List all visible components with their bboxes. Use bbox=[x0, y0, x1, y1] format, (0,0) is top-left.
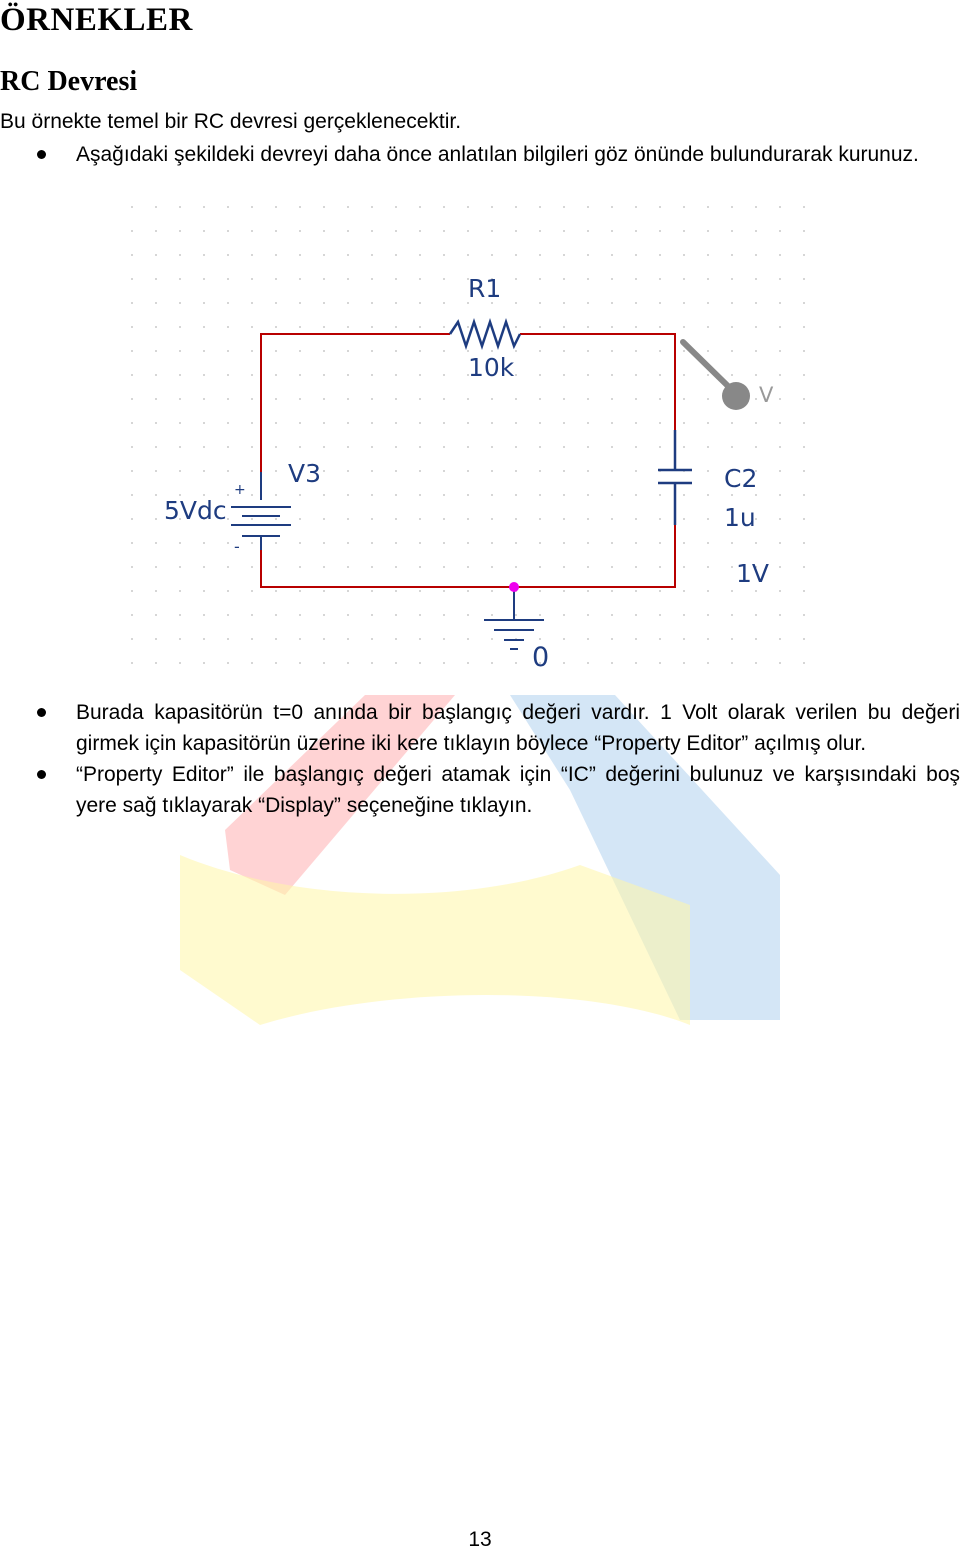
resistor-name-label: R1 bbox=[468, 274, 501, 303]
wire-bottom bbox=[260, 525, 676, 588]
section-title: RC Devresi bbox=[0, 66, 138, 97]
source-plus-label: + bbox=[234, 482, 246, 498]
junction-dot bbox=[509, 582, 519, 592]
bullet-list-top: Aşağıdaki şekildeki devreyi daha önce an… bbox=[0, 139, 960, 170]
wire-left-top bbox=[260, 333, 450, 472]
list-item-text: “Property Editor” ile başlangıç değeri a… bbox=[76, 763, 960, 817]
list-item-text: Aşağıdaki şekildeki devreyi daha önce an… bbox=[76, 143, 919, 166]
resistor-zigzag bbox=[448, 318, 522, 350]
page-heading: ÖRNEKLER bbox=[0, 2, 193, 38]
bullet-icon bbox=[37, 150, 46, 159]
voltage-probe[interactable] bbox=[680, 339, 750, 410]
resistor-r1[interactable] bbox=[448, 318, 522, 350]
bullet-icon bbox=[37, 770, 46, 779]
bullet-list-bottom: Burada kapasitörün t=0 anında bir başlan… bbox=[0, 697, 960, 821]
source-value-label: 5Vdc bbox=[164, 496, 227, 525]
list-item: “Property Editor” ile başlangıç değeri a… bbox=[0, 759, 960, 821]
list-item: Aşağıdaki şekildeki devreyi daha önce an… bbox=[0, 139, 960, 170]
watermark-yellow-shape bbox=[180, 855, 690, 1025]
probe-stem bbox=[680, 339, 735, 393]
source-name-label: V3 bbox=[288, 459, 321, 488]
capacitor-value-label: 1u bbox=[724, 503, 756, 532]
wires bbox=[260, 333, 676, 588]
capacitor-c2[interactable] bbox=[658, 430, 692, 525]
ground-label: 0 bbox=[532, 642, 549, 673]
watermark-logo bbox=[180, 695, 780, 1025]
voltage-source-v3[interactable] bbox=[231, 472, 291, 550]
list-item-text: Burada kapasitörün t=0 anında bir başlan… bbox=[76, 701, 960, 755]
resistor-value-label: 10k bbox=[468, 353, 515, 382]
probe-label: V bbox=[759, 383, 774, 407]
page-number: 13 bbox=[468, 1528, 492, 1551]
intro-text: Bu örnekte temel bir RC devresi gerçekle… bbox=[0, 110, 462, 133]
watermark-blue-shape bbox=[510, 695, 780, 1020]
ground-symbol bbox=[484, 587, 544, 650]
bullet-icon bbox=[37, 708, 46, 717]
initial-condition-label: 1V bbox=[736, 559, 769, 588]
list-item: Burada kapasitörün t=0 anında bir başlan… bbox=[0, 697, 960, 759]
grid-background bbox=[120, 200, 810, 680]
circuit-schematic: R1 10k + - V3 5Vdc C2 1u 1V V 0 bbox=[120, 200, 810, 680]
watermark-red-shape bbox=[225, 695, 455, 895]
source-minus-label: - bbox=[234, 537, 240, 556]
capacitor-name-label: C2 bbox=[724, 464, 757, 493]
probe-head bbox=[722, 382, 750, 410]
wire-right-top bbox=[520, 333, 676, 430]
